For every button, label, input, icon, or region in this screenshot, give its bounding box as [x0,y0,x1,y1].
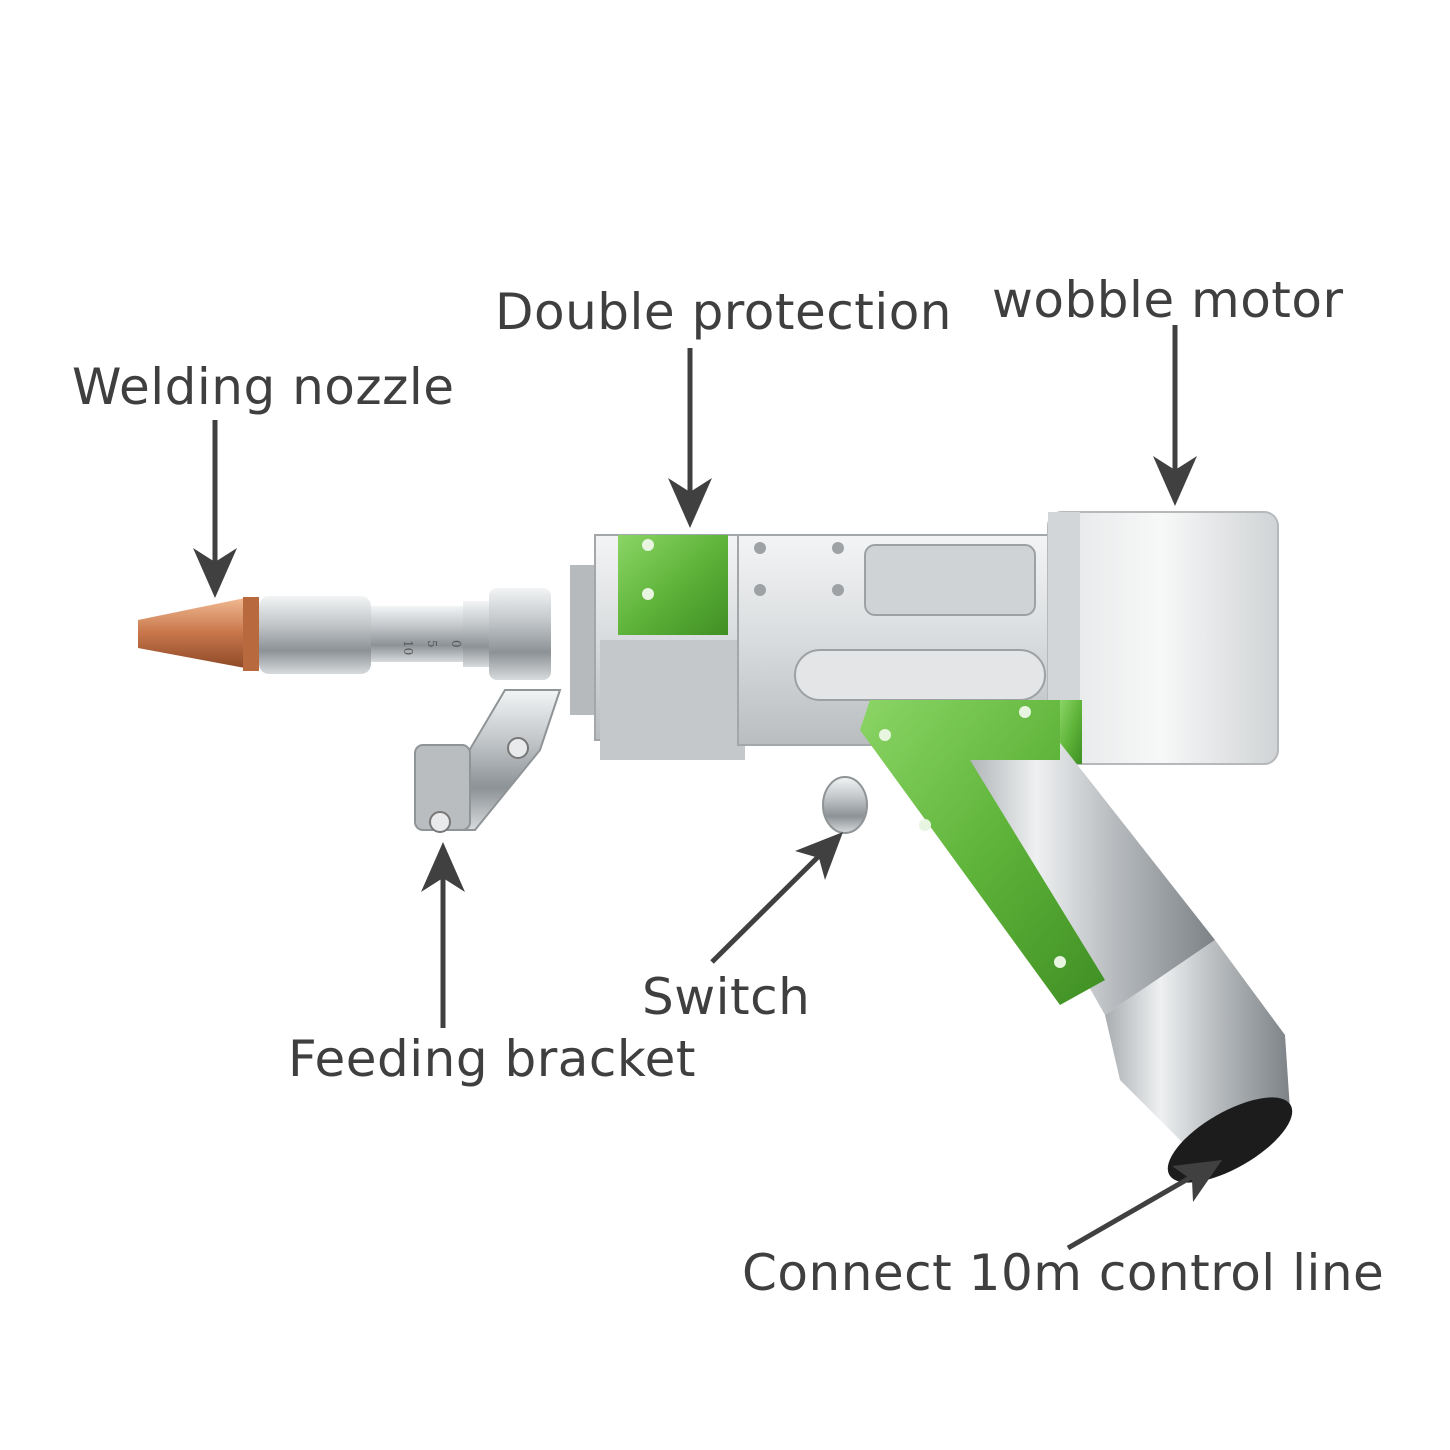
wobble-motor-part [1047,511,1279,765]
label-control-line: Connect 10m control line [742,1244,1385,1302]
scale-mark-10: 10 [401,640,415,655]
switch-part [822,776,868,834]
arrows [193,325,1222,1251]
scale-mark-5: 5 [425,640,439,648]
label-feeding-bracket: Feeding bracket [288,1030,696,1088]
nozzle-scale: 0 5 10 [401,640,463,655]
feeding-bracket-part [414,689,562,833]
arrow-double-protection [668,348,712,528]
label-wobble-motor: wobble motor [992,271,1344,329]
scale-mark-0: 0 [449,640,463,648]
arrow-wobble-motor [1153,325,1197,506]
arrow-feeding-bracket [421,842,465,1028]
arrow-switch [710,832,843,964]
label-switch: Switch [642,968,811,1026]
arrow-control-line [1066,1160,1222,1251]
welding-nozzle-part [138,588,551,680]
handle-part [860,700,1293,1183]
label-welding-nozzle: Welding nozzle [72,358,455,416]
arrow-welding-nozzle [193,420,237,598]
double-protection-panel [618,535,728,635]
label-double-protection: Double protection [495,283,952,341]
gun-body-part [570,534,1059,760]
